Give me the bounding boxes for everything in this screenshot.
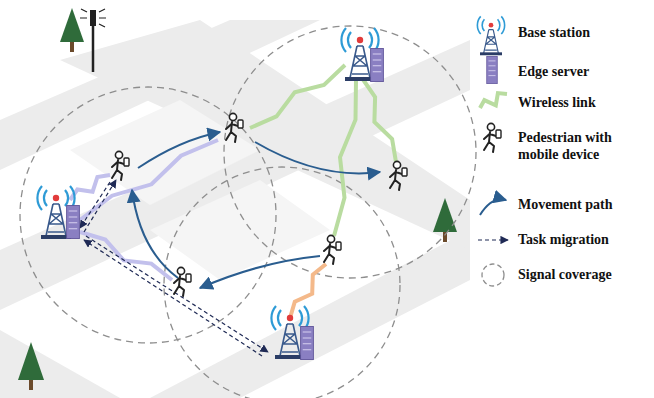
legend-label: Task migration (518, 231, 646, 248)
wireless-link (290, 264, 326, 318)
wireless-link (334, 80, 356, 236)
wireless-link (80, 232, 172, 280)
legend-label: Signal coverage (518, 266, 646, 283)
legend-label: Base station (518, 24, 646, 41)
wireless-link (80, 140, 218, 220)
legend-label: Movement path (518, 196, 646, 213)
legend-label: Wireless link (518, 94, 646, 111)
legend-label: Edge server (518, 63, 646, 80)
wireless-link (70, 175, 110, 200)
wireless-link (362, 78, 396, 162)
wireless-link (250, 65, 345, 128)
legend-label: Pedestrian with mobile device (518, 129, 646, 163)
wireless-link (480, 93, 507, 108)
